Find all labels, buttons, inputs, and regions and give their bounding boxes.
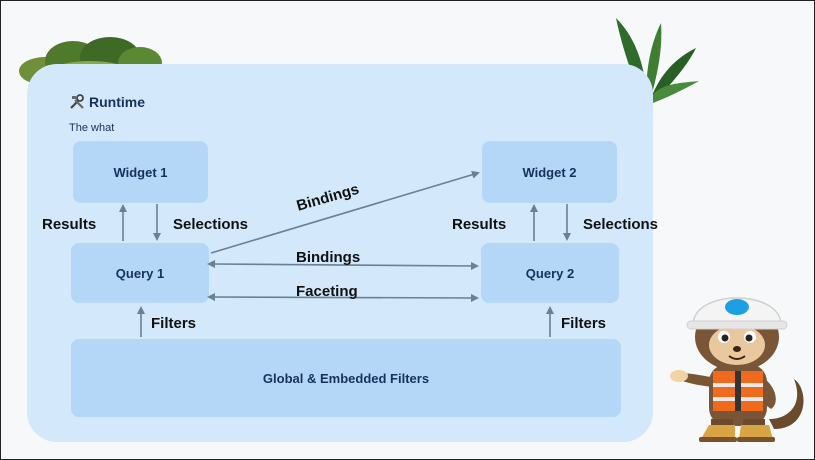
- runtime-subtitle: The what: [69, 122, 115, 134]
- filters-label-left: Filters: [151, 315, 197, 332]
- bindings-label: Bindings: [296, 249, 361, 266]
- query-2-box: Query 2: [481, 243, 619, 303]
- widget-2-box: Widget 2: [482, 141, 617, 203]
- tools-icon: [70, 94, 84, 109]
- widget-2-label: Widget 2: [522, 164, 577, 180]
- selections-label-right: Selections: [583, 216, 659, 233]
- results-label-left: Results: [42, 216, 97, 233]
- widget-1-box: Widget 1: [73, 141, 208, 203]
- runtime-heading: Runtime: [69, 94, 145, 110]
- bindings-arrow: [207, 260, 479, 270]
- global-filters-box: Global & Embedded Filters: [71, 339, 621, 417]
- mascot-astro-icon: [670, 297, 804, 442]
- faceting-label: Faceting: [296, 283, 358, 300]
- query-1-box: Query 1: [71, 243, 209, 303]
- query-2-label: Query 2: [525, 265, 575, 281]
- faceting-arrow: [207, 293, 479, 302]
- selections-label-left: Selections: [173, 216, 249, 233]
- bindings-diag-arrow: [210, 170, 480, 254]
- query-1-label: Query 1: [115, 265, 165, 281]
- filters-label-right: Filters: [561, 315, 607, 332]
- widget-1-label: Widget 1: [113, 164, 168, 180]
- global-filters-label: Global & Embedded Filters: [262, 370, 430, 386]
- results-label-right: Results: [452, 216, 507, 233]
- runtime-title: Runtime: [89, 94, 145, 110]
